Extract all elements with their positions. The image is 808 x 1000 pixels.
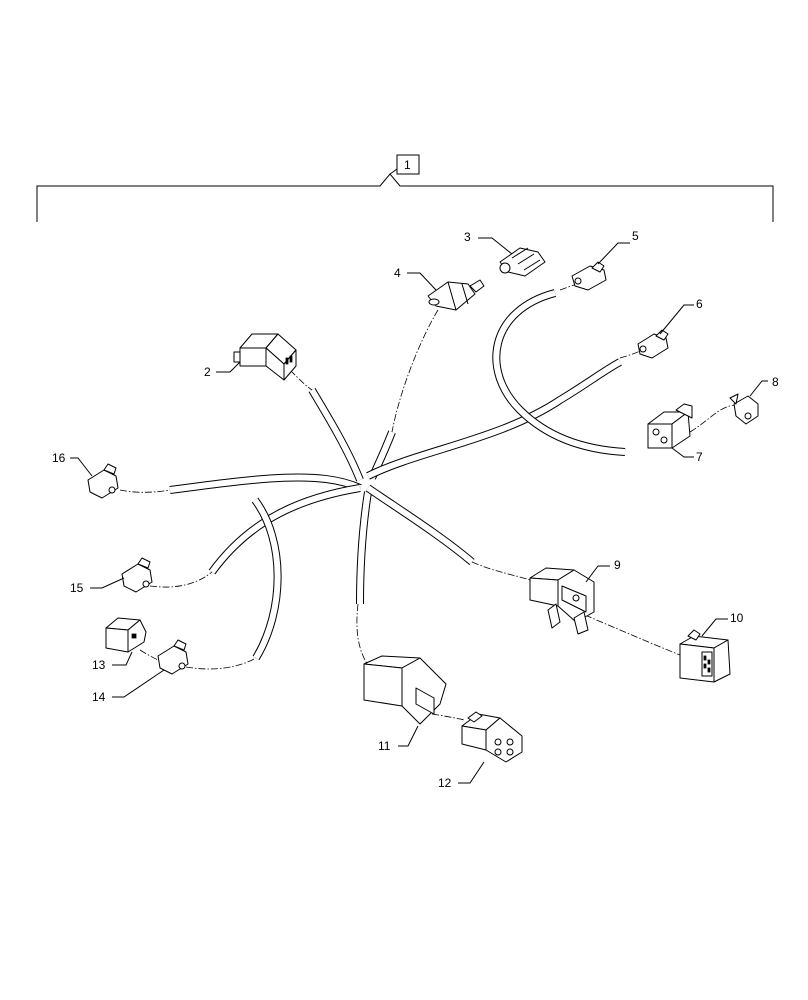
connector-5 <box>571 261 607 291</box>
callout-13: 13 <box>92 658 106 672</box>
wire-to-connector-6 <box>366 358 622 480</box>
callout-15: 15 <box>70 581 84 595</box>
wire-to-connector-11 <box>356 491 372 605</box>
connector-12 <box>461 711 523 763</box>
callout-2: 2 <box>204 365 211 379</box>
wire-loop-5-7 <box>492 289 626 456</box>
connector-2 <box>233 333 297 381</box>
callout-5: 5 <box>632 229 639 243</box>
callout-12: 12 <box>438 776 452 790</box>
connector-16 <box>87 463 119 499</box>
harness-wires <box>169 289 626 661</box>
connector-15 <box>121 557 153 593</box>
callout-16: 16 <box>52 451 66 465</box>
callout-7: 7 <box>696 450 703 464</box>
wire-to-connector-14 <box>251 497 282 661</box>
assembly-bracket <box>36 154 774 222</box>
connector-4 <box>427 279 485 311</box>
connector-8 <box>729 393 759 425</box>
wire-to-connector-15 <box>208 484 361 575</box>
connector-9 <box>529 567 595 635</box>
connector-11 <box>363 655 447 725</box>
callout-8: 8 <box>772 375 779 389</box>
connector-6 <box>637 329 669 359</box>
attachment-lines <box>119 282 738 721</box>
wire-to-connector-9 <box>365 484 475 566</box>
connector-7 <box>647 403 693 449</box>
callout-10: 10 <box>730 611 744 625</box>
connector-10 <box>679 629 731 683</box>
wire-to-connector-16 <box>169 473 362 494</box>
connector-14 <box>157 639 189 675</box>
callout-11: 11 <box>378 739 391 753</box>
callout-4: 4 <box>394 266 401 280</box>
callout-6: 6 <box>696 297 703 311</box>
callout-3: 3 <box>464 230 471 244</box>
callout-1: 1 <box>404 158 411 172</box>
callout-14: 14 <box>92 690 106 704</box>
connector-13 <box>105 617 147 653</box>
callout-9: 9 <box>614 558 621 572</box>
leader-lines <box>70 237 768 784</box>
connector-3 <box>499 247 546 277</box>
wire-to-connector-2 <box>308 387 364 482</box>
